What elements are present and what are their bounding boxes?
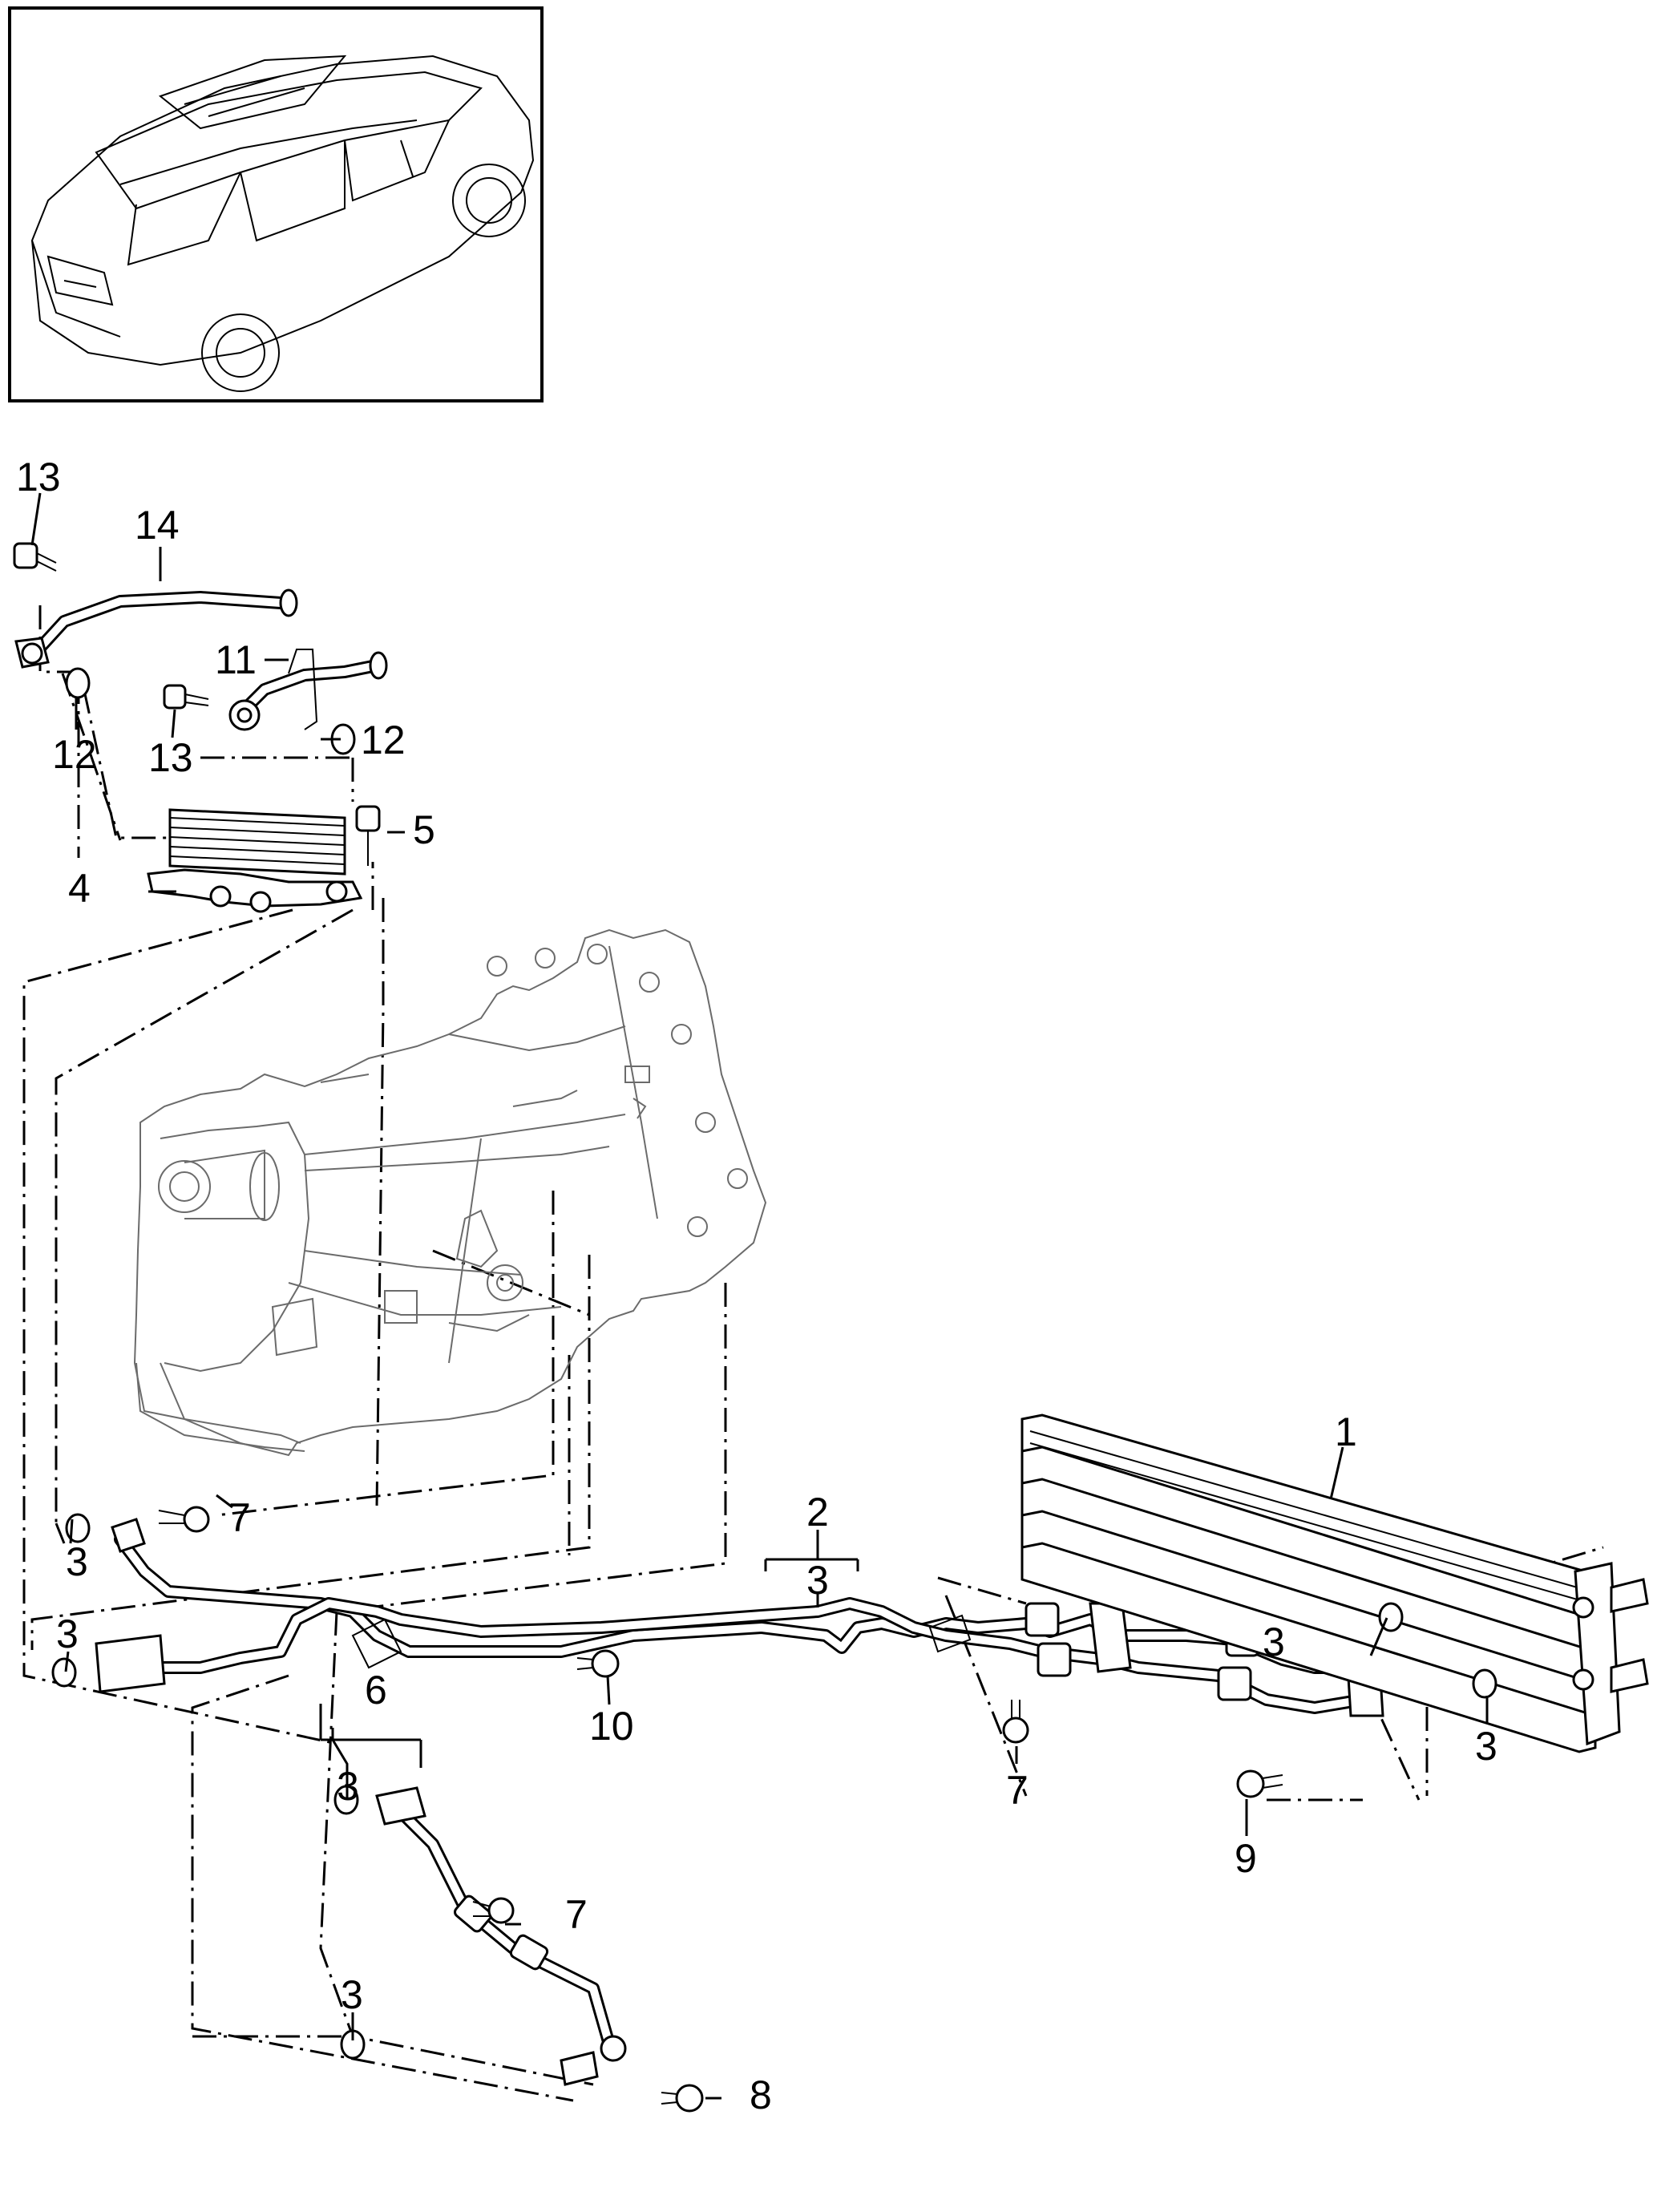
vehicle-illustration <box>30 55 535 392</box>
callout-11: 11 <box>215 637 257 682</box>
bolt-5 <box>355 805 381 866</box>
callout-7-upper: 7 <box>228 1495 251 1540</box>
callout-3-line2: 3 <box>806 1558 829 1603</box>
callout-3-line6-lower: 3 <box>341 1972 363 2017</box>
bolt-9 <box>1236 1769 1283 1798</box>
oil-line-6 <box>375 1786 627 2086</box>
oil-line-assembly-2 <box>95 1518 1384 1717</box>
callout-3-left-lower: 3 <box>56 1611 79 1656</box>
oil-cooler-block-4 <box>147 808 363 913</box>
callout-3-cooler-upper: 3 <box>1263 1620 1285 1664</box>
callout-2: 2 <box>806 1490 829 1535</box>
bolt-8 <box>661 2084 704 2113</box>
callout-5: 5 <box>413 807 435 852</box>
callout-leader-lines <box>30 492 1489 2100</box>
vehicle-overview-thumbnail <box>8 6 544 402</box>
callout-labels: 1 2 3 3 3 3 3 3 3 3 4 5 6 7 7 7 8 9 10 1… <box>16 455 1497 2117</box>
assembly-guide-lines <box>22 605 1604 2102</box>
callout-3-cooler-lower: 3 <box>1475 1724 1497 1769</box>
bolt-13-upper <box>13 542 57 572</box>
transmission-oil-cooler-1 <box>1020 1413 1649 1753</box>
callout-13-upper: 13 <box>16 455 61 499</box>
bolt-7-middle <box>1002 1700 1029 1744</box>
callout-6: 6 <box>365 1668 387 1713</box>
callout-10: 10 <box>589 1704 634 1749</box>
coolant-pipe-11 <box>228 649 388 731</box>
callout-12-left: 12 <box>52 732 97 777</box>
o-ring-3-cooler-lower <box>1472 1668 1497 1699</box>
o-ring-3-left-lower <box>51 1657 77 1688</box>
callout-14: 14 <box>135 503 180 548</box>
bolt-13-lower <box>163 684 209 710</box>
callout-3-line6-group: 3 <box>337 1764 359 1809</box>
automatic-transmission <box>133 928 767 1457</box>
callout-12-right: 12 <box>361 718 406 762</box>
callout-13-lower: 13 <box>148 735 193 780</box>
callout-4: 4 <box>68 866 91 911</box>
bolt-7-upper <box>158 1506 210 1533</box>
bolt-10 <box>576 1649 620 1678</box>
o-ring-12-left <box>65 667 91 699</box>
bolt-7-lower <box>472 1897 515 1924</box>
callout-7-lower: 7 <box>565 1892 588 1937</box>
callout-9: 9 <box>1235 1836 1257 1881</box>
callout-7-middle: 7 <box>1006 1768 1029 1813</box>
callout-3-left-upper: 3 <box>66 1539 88 1584</box>
coolant-pipe-14 <box>14 588 298 669</box>
callout-8: 8 <box>750 2072 772 2117</box>
callout-1: 1 <box>1335 1409 1357 1454</box>
